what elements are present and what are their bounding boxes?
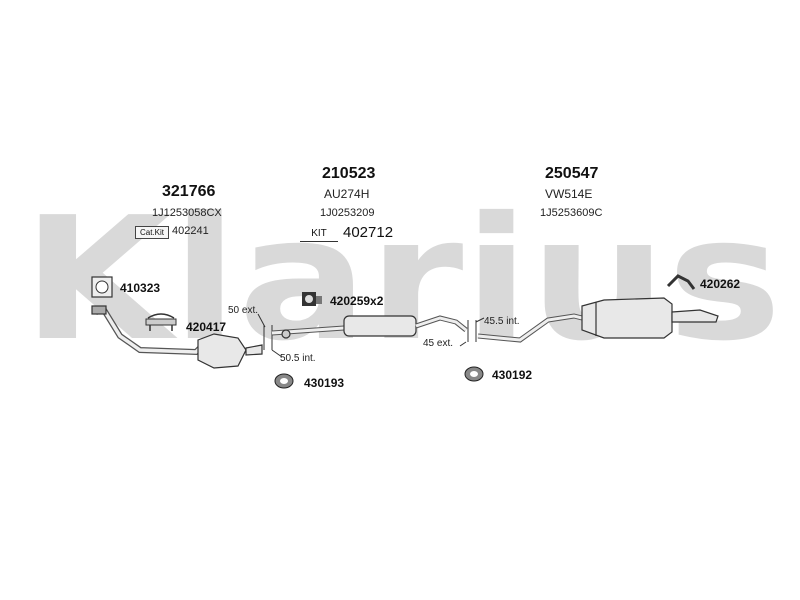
label-420262: 420262 <box>700 277 741 291</box>
oem-number-2: 1J0253209 <box>320 207 375 219</box>
label-430192: 430192 <box>492 368 533 382</box>
centre-pipe-silencer <box>271 315 468 339</box>
kit-tag: KIT <box>300 227 338 242</box>
part-number-250547: 250547 <box>545 165 599 182</box>
joint-1-int-label: 50.5 int. <box>280 353 316 364</box>
mount-front-icon <box>274 373 294 389</box>
mount-mid-icon <box>464 366 484 382</box>
bracket-mid-icon <box>302 292 322 306</box>
hanger-rear-icon <box>666 274 696 290</box>
part-number-321766: 321766 <box>162 183 216 200</box>
oem-number-3: 1J5253609C <box>540 207 603 219</box>
catkit-tag: Cat.Kit <box>135 226 169 239</box>
kit-code: 402712 <box>343 224 394 241</box>
catkit-code: 402241 <box>172 225 209 237</box>
front-pipe-catalyst <box>91 305 263 369</box>
ref-au274h: AU274H <box>324 187 370 201</box>
label-430193: 430193 <box>304 376 345 390</box>
joint-1-ext-label: 50 ext. <box>228 305 259 316</box>
label-420259x2: 420259x2 <box>330 294 384 308</box>
label-410323: 410323 <box>120 281 161 295</box>
joint-1-marker <box>257 313 283 358</box>
label-420417: 420417 <box>186 320 227 334</box>
joint-2-marker <box>459 317 485 347</box>
oem-number-1: 1J1253058CX <box>152 207 222 219</box>
part-number-210523: 210523 <box>322 165 376 182</box>
clamp-front-icon <box>145 313 177 331</box>
joint-2-ext-label: 45 ext. <box>423 338 454 349</box>
joint-2-int-label: 45.5 int. <box>484 316 520 327</box>
rear-pipe-silencer <box>477 297 719 343</box>
gasket-icon <box>91 276 113 298</box>
ref-vw514e: VW514E <box>545 187 593 201</box>
